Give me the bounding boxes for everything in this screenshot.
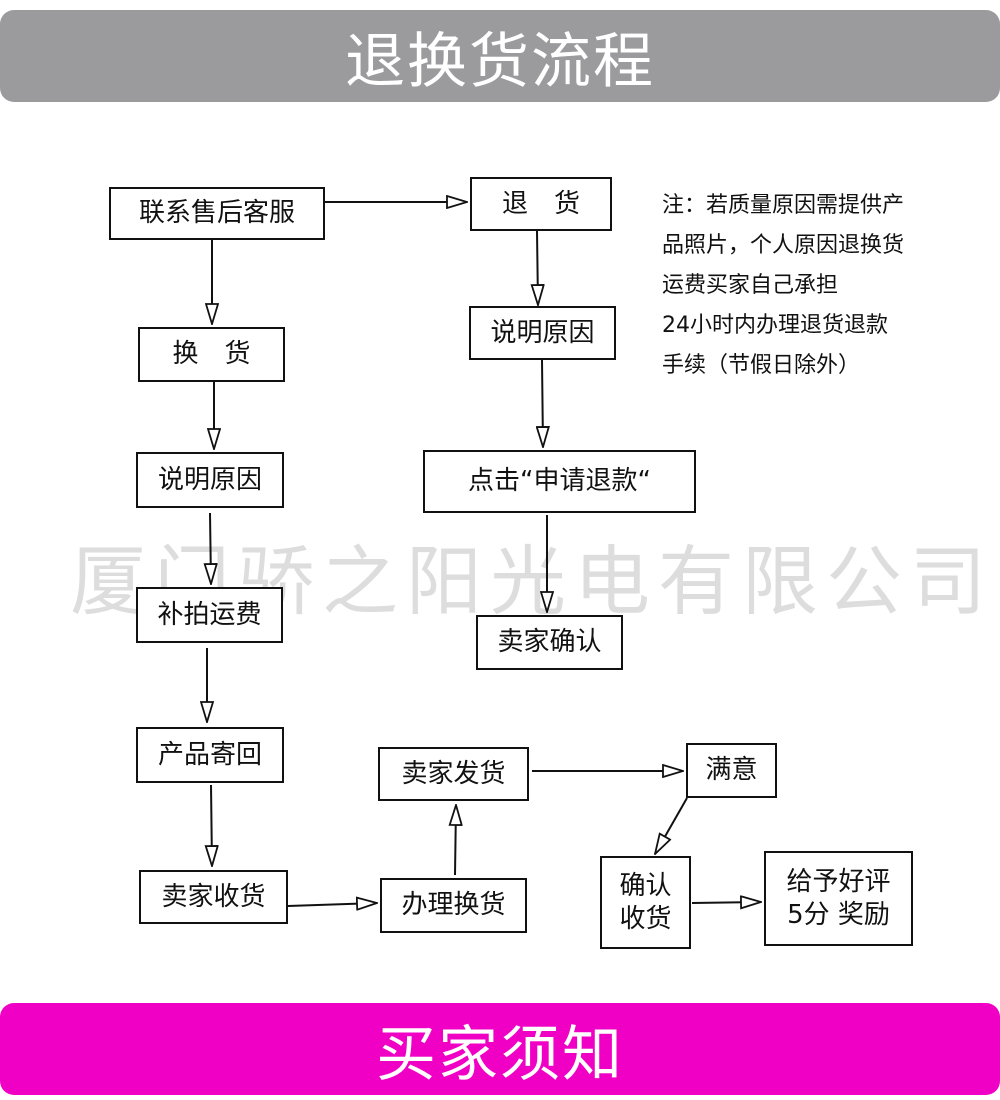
footer-title: 买家须知: [376, 1019, 624, 1090]
step-seller-receive: 卖家收货: [139, 870, 288, 924]
note-text: 注：若质量原因需提供产 品照片，个人原因退换货 运费买家自己承担 24小时内办理…: [662, 186, 982, 386]
arrow-receive-to-process: [287, 903, 377, 906]
step-reason-exchange: 说明原因: [136, 452, 284, 508]
arrow-satisfied-to-confirm: [655, 797, 688, 854]
step-send-back: 产品寄回: [136, 727, 284, 783]
arrow-reason-to-shipping: [210, 512, 211, 584]
step-pay-shipping: 补拍运费: [136, 587, 283, 643]
step-satisfied: 满意: [686, 743, 777, 798]
arrow-process-to-ship: [455, 805, 456, 876]
step-process-exchange: 办理换货: [380, 878, 527, 933]
arrow-return-to-reason: [537, 230, 538, 305]
note-line: 品照片，个人原因退换货: [662, 233, 905, 258]
step-click-refund: 点击“申请退款“: [423, 450, 696, 513]
step-return: 退 货: [470, 177, 612, 231]
step-reason-return: 说明原因: [469, 306, 616, 360]
header-banner: 退换货流程: [0, 10, 1000, 102]
step-seller-ship: 卖家发货: [378, 747, 529, 801]
arrow-sendback-to-receive: [211, 784, 212, 866]
note-line: 24小时内办理退货退款: [662, 313, 888, 338]
arrow-confirm-to-reward: [691, 902, 761, 903]
header-title: 退换货流程: [345, 26, 655, 97]
footer-banner: 买家须知: [0, 1003, 1000, 1095]
step-seller-confirm: 卖家确认: [476, 615, 623, 670]
note-line: 注：若质量原因需提供产: [662, 193, 905, 218]
note-line: 运费买家自己承担: [662, 273, 839, 298]
step-confirm-receipt: 确认 收货: [600, 856, 691, 949]
step-exchange: 换 货: [138, 327, 285, 382]
note-line: 手续（节假日除外）: [662, 353, 861, 378]
arrow-reason-to-refund: [542, 359, 543, 447]
step-contact-service: 联系售后客服: [109, 187, 325, 240]
step-reward: 给予好评 5分 奖励: [764, 851, 913, 946]
